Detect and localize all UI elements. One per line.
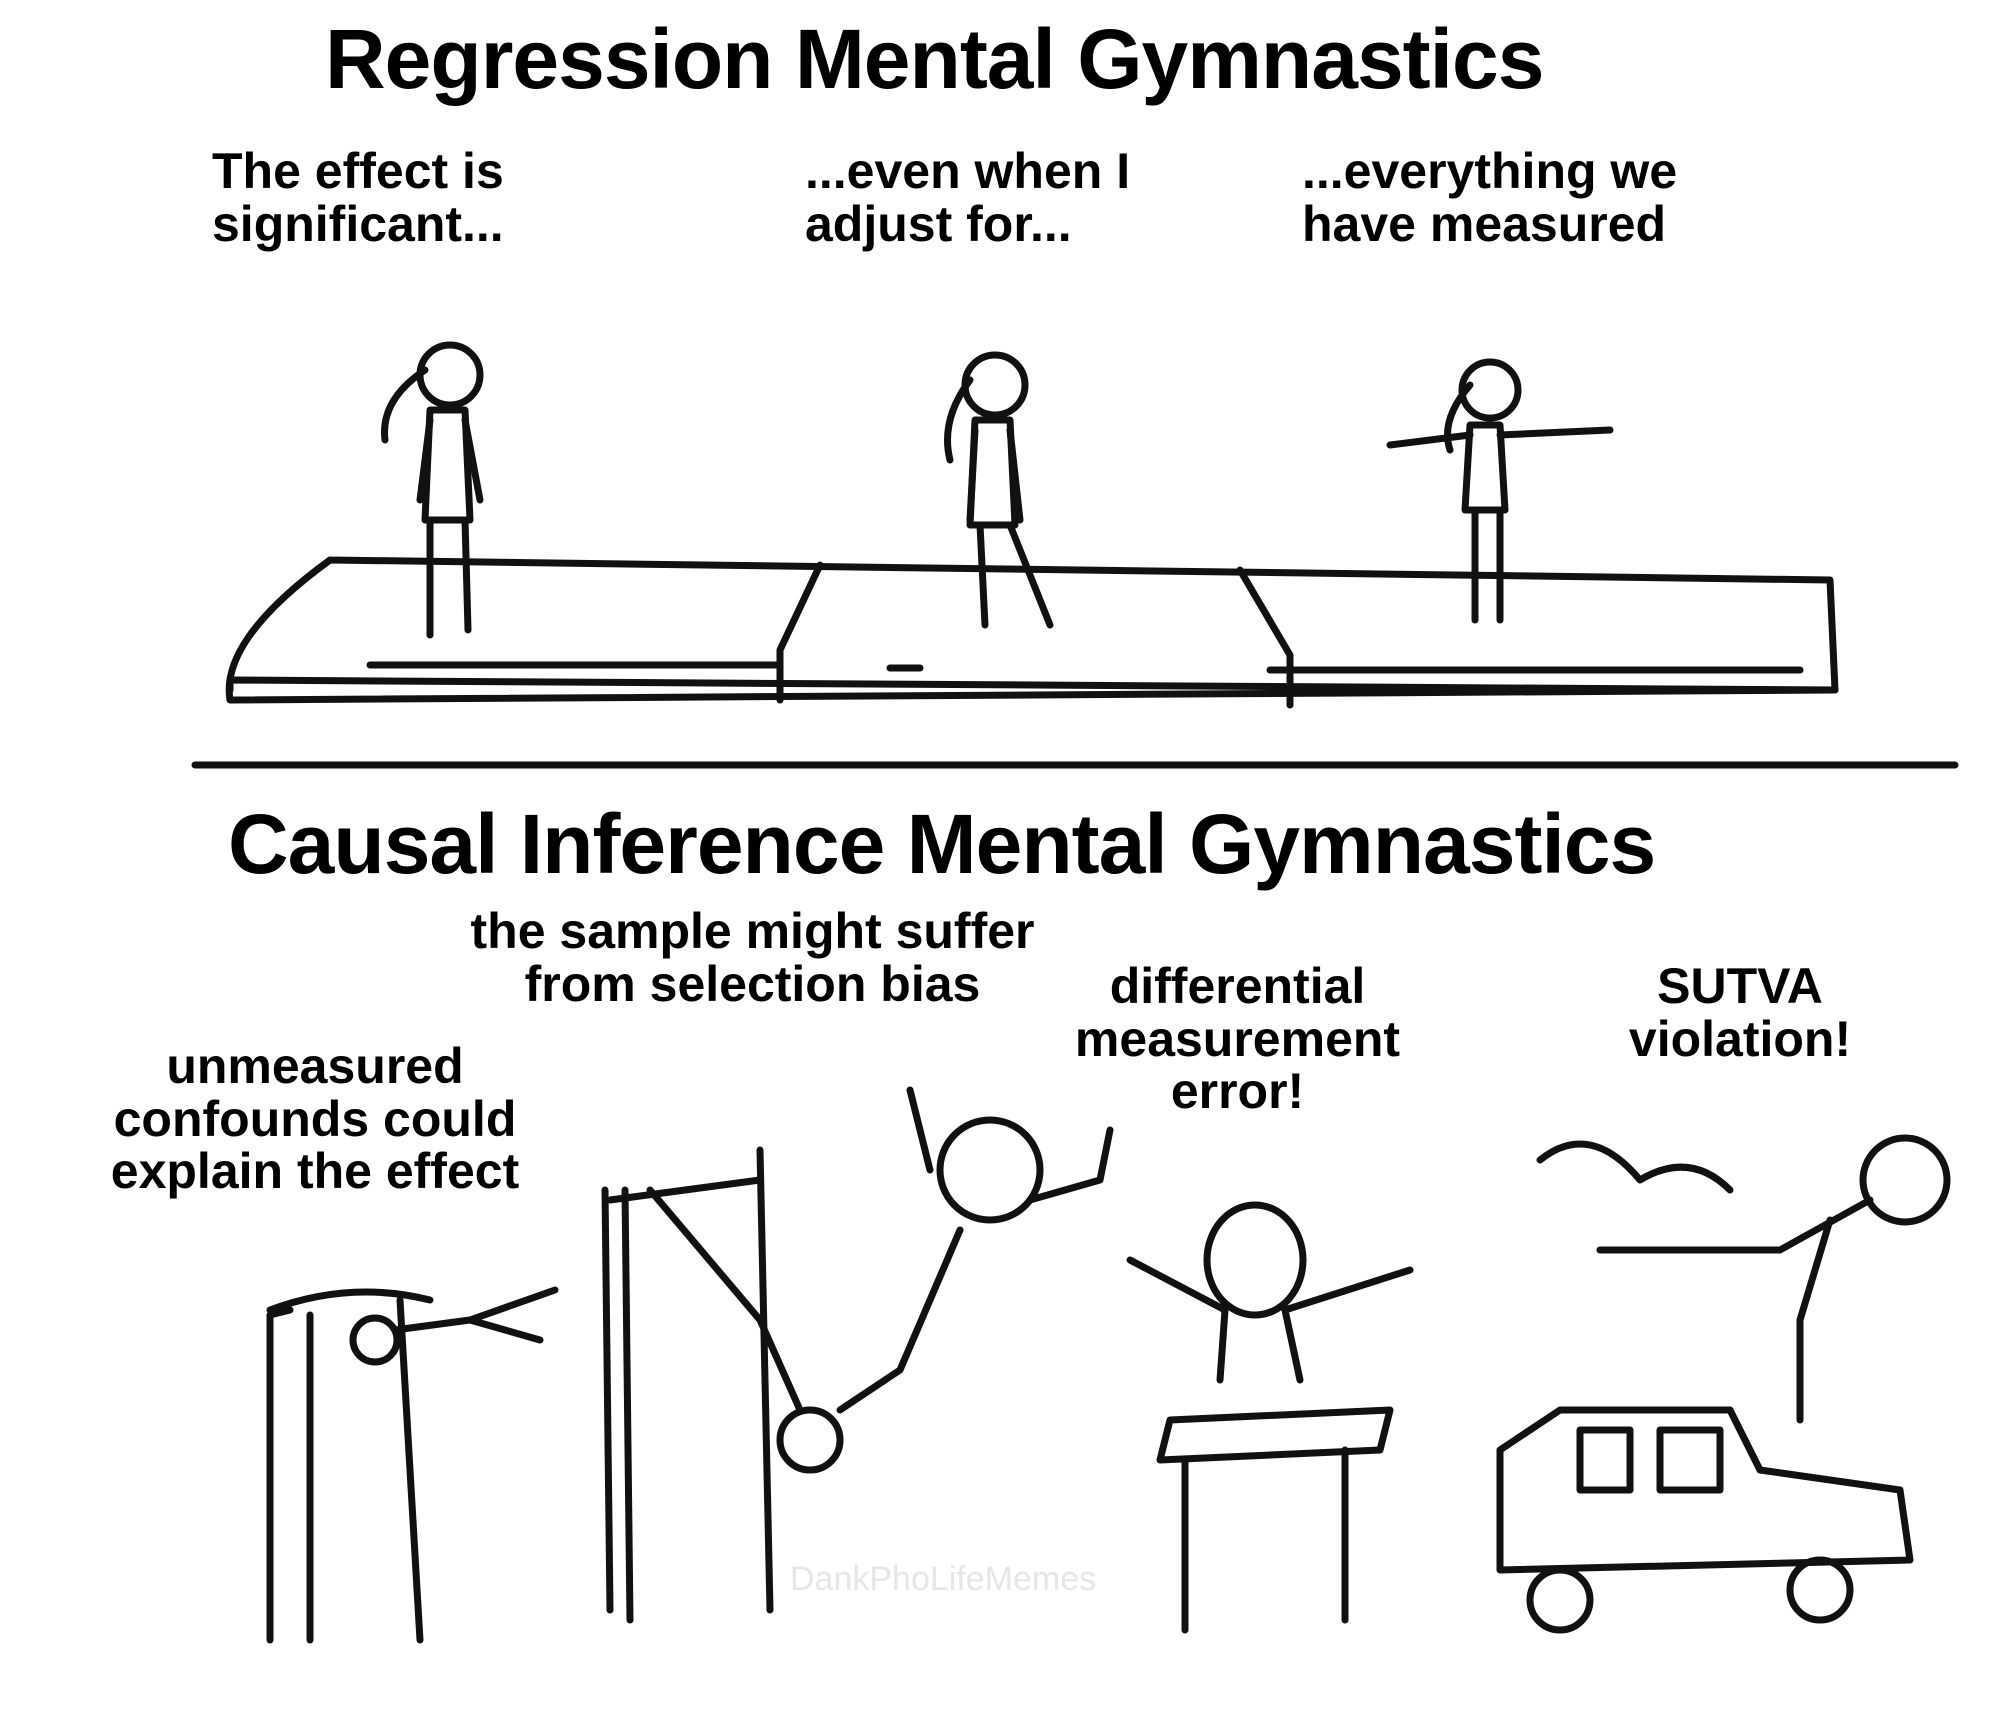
caption-line: SUTVA bbox=[1657, 958, 1823, 1014]
watermark: DankPhoLifeMemes bbox=[790, 1560, 1097, 1598]
vault-figure bbox=[1126, 1201, 1414, 1634]
caption-line: ...even when I bbox=[805, 143, 1131, 199]
caption-line: confounds could bbox=[113, 1090, 517, 1147]
bottom-caption-sutva: SUTVA violation! bbox=[1600, 960, 1880, 1065]
caption-line: adjust for... bbox=[805, 195, 1072, 252]
gym-mat bbox=[225, 556, 1839, 709]
caption-line: ...everything we bbox=[1302, 143, 1678, 199]
caption-line: the sample might suffer bbox=[470, 903, 1035, 959]
caption-line: significant... bbox=[212, 195, 504, 252]
uneven-bars-figure bbox=[601, 1086, 1114, 1624]
high-bar-figure bbox=[266, 1286, 559, 1644]
caption-line: explain the effect bbox=[110, 1143, 520, 1199]
caption-line: have measured bbox=[1302, 195, 1667, 252]
caption-line: violation! bbox=[1628, 1010, 1852, 1067]
gymnast-standing-2 bbox=[944, 351, 1054, 629]
caption-line: measurement bbox=[1074, 1010, 1401, 1067]
bottom-panel-title: Causal Inference Mental Gymnastics bbox=[228, 797, 1656, 891]
burning-car-figure bbox=[1496, 1134, 1951, 1634]
caption-line: The effect is bbox=[212, 143, 504, 199]
gymnast-arms-out bbox=[1386, 358, 1614, 624]
caption-line: from selection bias bbox=[524, 955, 981, 1012]
bottom-caption-selection-bias: the sample might suffer from selection b… bbox=[440, 905, 1065, 1010]
top-caption-3: ...everything we have measured bbox=[1302, 145, 1677, 250]
top-caption-2: ...even when I adjust for... bbox=[805, 145, 1130, 250]
caption-line: unmeasured bbox=[166, 1038, 464, 1094]
bottom-caption-confounds: unmeasured confounds could explain the e… bbox=[85, 1040, 545, 1198]
caption-line: differential bbox=[1109, 958, 1366, 1014]
gymnast-standing-1 bbox=[381, 341, 484, 639]
caption-line: error! bbox=[1170, 1063, 1305, 1119]
bottom-caption-measurement-error: differential measurement error! bbox=[1050, 960, 1425, 1118]
top-panel-title: Regression Mental Gymnastics bbox=[325, 12, 1544, 106]
top-caption-1: The effect is significant... bbox=[212, 145, 504, 250]
